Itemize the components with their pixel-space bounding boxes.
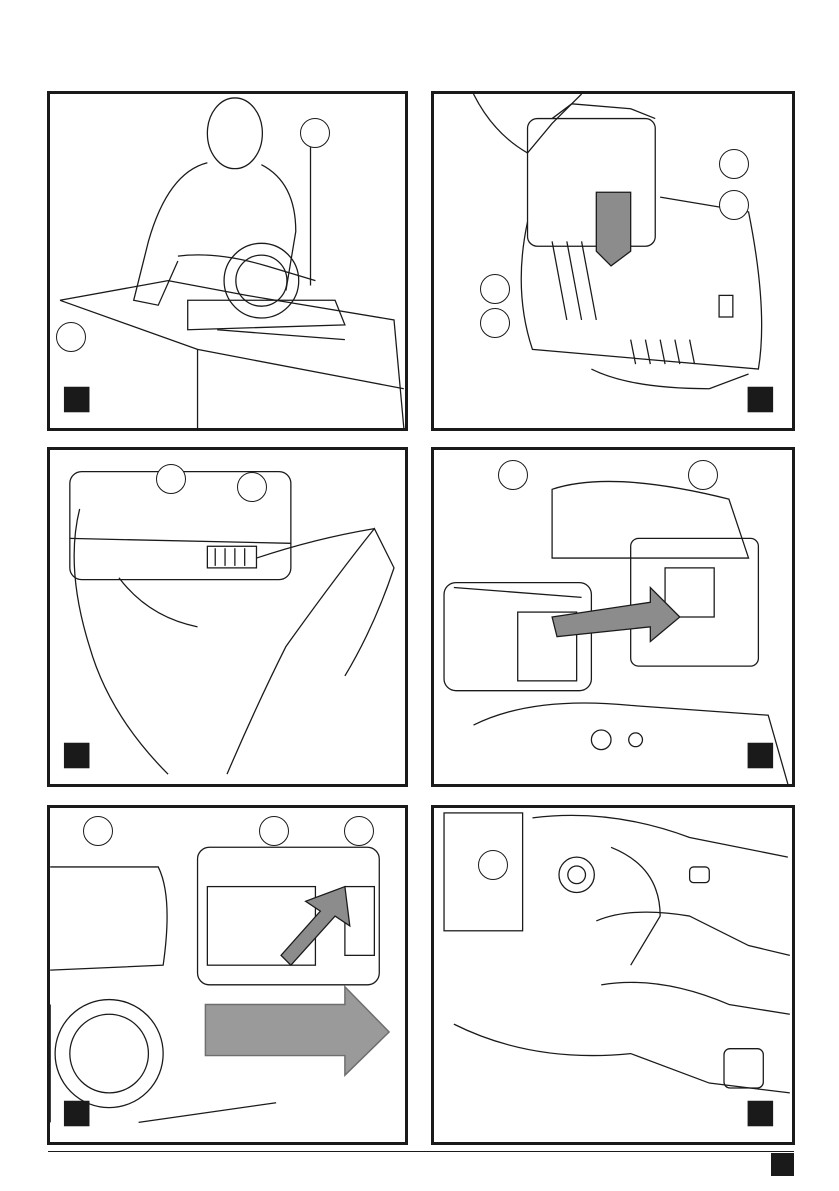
figure-charger-insert bbox=[431, 91, 795, 431]
callout-circle bbox=[480, 274, 510, 304]
callout-circle bbox=[480, 308, 510, 338]
callout-circle bbox=[300, 118, 330, 148]
battery-gauge-illustration bbox=[50, 450, 405, 784]
figure-unpack-saw bbox=[47, 91, 408, 431]
callout-circle bbox=[156, 464, 186, 494]
figure-battery-mount bbox=[431, 447, 795, 787]
figure-fuel-gauge bbox=[47, 447, 408, 787]
saw-lifting-illustration bbox=[50, 94, 405, 428]
callout-circle bbox=[344, 816, 374, 846]
battery-mount-illustration bbox=[434, 450, 792, 784]
callout-circle bbox=[688, 460, 718, 490]
footer-rule bbox=[48, 1151, 794, 1152]
callout-circle bbox=[56, 322, 86, 352]
callout-circle bbox=[498, 460, 528, 490]
charger-illustration bbox=[434, 94, 792, 428]
callout-circle bbox=[83, 816, 113, 846]
page-number-tab bbox=[771, 1153, 794, 1176]
figure-lock-knob bbox=[431, 805, 795, 1145]
callout-circle bbox=[478, 850, 508, 880]
callout-circle bbox=[719, 190, 749, 220]
battery-slide-illustration bbox=[50, 808, 405, 1142]
callout-circle bbox=[719, 149, 749, 179]
callout-circle bbox=[259, 816, 289, 846]
figure-battery-slide bbox=[47, 805, 408, 1145]
callout-circle bbox=[237, 472, 267, 502]
